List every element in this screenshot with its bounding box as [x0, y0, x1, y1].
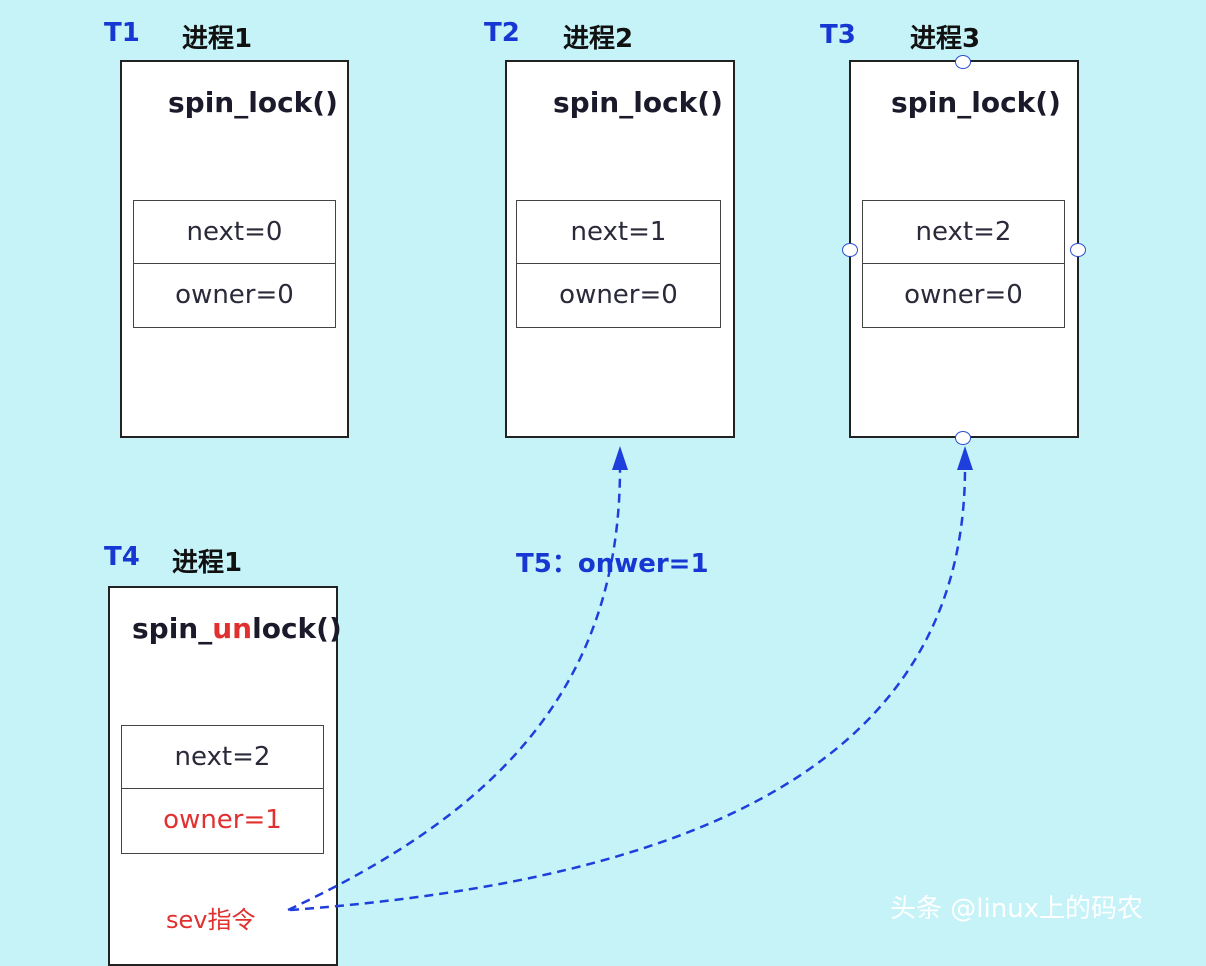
lock-fields: next=2 owner=1 [121, 725, 324, 854]
process-label-t4: 进程1 [172, 548, 243, 578]
next-field: next=2 [174, 742, 271, 772]
function-prefix: spin_ [132, 612, 213, 645]
function-name: spin_unlock() [132, 612, 342, 645]
sev-instruction: sev指令 [166, 906, 256, 934]
arrow-to-t2 [287, 467, 622, 912]
time-label-t4: T4 [104, 542, 140, 572]
next-field: next=1 [570, 217, 667, 247]
function-name: spin_lock() [891, 86, 1061, 119]
time-label-t2: T2 [484, 18, 520, 48]
lock-fields: next=2 owner=0 [862, 200, 1065, 328]
lock-fields: next=1 owner=0 [516, 200, 721, 328]
function-highlight: un [212, 612, 253, 645]
owner-field: owner=0 [134, 263, 335, 326]
process-label-t2: 进程2 [563, 24, 634, 54]
resize-handle-right[interactable] [1070, 243, 1086, 257]
process-box-t1: spin_lock() next=0 owner=0 [120, 60, 349, 438]
function-name: spin_lock() [168, 86, 338, 119]
owner-field: owner=0 [517, 263, 720, 326]
time-label-t3: T3 [820, 20, 856, 50]
next-field: next=0 [186, 217, 283, 247]
next-field: next=2 [915, 217, 1012, 247]
process-box-t4: spin_unlock() next=2 owner=1 sev指令 [108, 586, 342, 966]
resize-handle-bottom[interactable] [955, 431, 971, 445]
watermark: 头条 @linux上的码农 [890, 894, 1144, 924]
arrowhead-t2 [612, 446, 628, 470]
event-label-t5: T5：onwer=1 [516, 549, 709, 579]
arrowhead-t3 [957, 446, 973, 470]
process-box-t3[interactable]: spin_lock() next=2 owner=0 [849, 60, 1079, 438]
time-label-t1: T1 [104, 18, 140, 48]
function-name: spin_lock() [553, 86, 723, 119]
process-label-t3: 进程3 [910, 24, 981, 54]
arrow-to-t3 [289, 467, 967, 912]
function-suffix: lock() [252, 612, 342, 645]
process-box-t2: spin_lock() next=1 owner=0 [505, 60, 735, 438]
lock-fields: next=0 owner=0 [133, 200, 336, 328]
process-label-t1: 进程1 [182, 24, 253, 54]
wakeup-arrows [287, 446, 973, 912]
owner-field: owner=0 [863, 263, 1064, 326]
resize-handle-left[interactable] [842, 243, 858, 257]
resize-handle-top[interactable] [955, 55, 971, 69]
owner-field: owner=1 [122, 788, 323, 851]
